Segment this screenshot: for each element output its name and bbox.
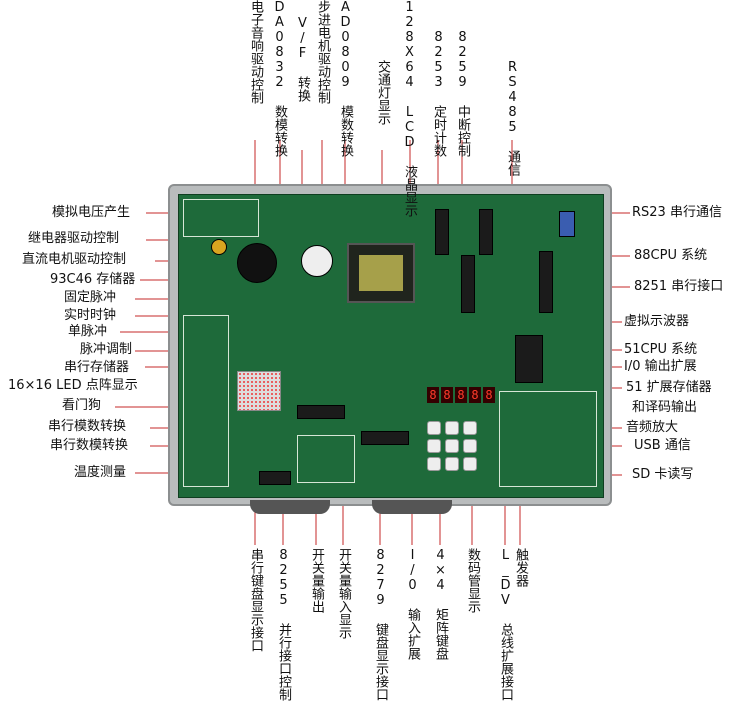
label-88cpu: 88CPU 系统 <box>634 248 708 263</box>
led-matrix <box>237 371 281 411</box>
label-93c46: 93C46 存储器 <box>50 272 136 287</box>
label-trigger: 触发器 <box>513 548 528 587</box>
seg-digit: 8 <box>483 387 495 403</box>
matrix-key <box>445 457 459 471</box>
label-switch-out: 开关量输出 <box>309 548 324 613</box>
pcb: 8 8 8 8 8 <box>178 194 604 498</box>
experiment-board: 8 8 8 8 8 <box>168 184 612 506</box>
chip-88cpu <box>539 251 553 313</box>
left-module-column <box>183 315 229 487</box>
chip-8279 <box>361 431 409 445</box>
chip-8251 <box>461 255 475 313</box>
chip-8255 <box>297 405 345 419</box>
switch-block <box>297 435 355 483</box>
label-usb: USB 通信 <box>634 438 691 453</box>
label-51cpu: 51CPU 系统 <box>624 342 698 357</box>
label-io-output: I/0 输出扩展 <box>624 359 697 374</box>
label-51-ext-memory: 51 扩展存储器 <box>626 380 712 395</box>
matrix-key <box>463 421 477 435</box>
label-vf: V/F 转换 <box>295 16 310 102</box>
label-serial-adc: 串行模数转换 <box>48 419 127 434</box>
label-decode-output: 和译码输出 <box>632 400 698 415</box>
label-stepper: 步进电机驱动控制 <box>315 0 330 104</box>
rs232-port <box>559 211 575 237</box>
label-watchdog: 看门狗 <box>62 398 102 413</box>
matrix-key <box>445 421 459 435</box>
seg-digit: 8 <box>455 387 467 403</box>
label-8255: 8255 并行接口控制 <box>276 548 291 701</box>
label-lcd: 128X64 LCD 液晶显示 <box>402 0 417 217</box>
label-traffic-light: 交通灯显示 <box>375 60 390 125</box>
label-temperature: 温度测量 <box>74 465 127 480</box>
matrix-key <box>445 439 459 453</box>
label-analog-voltage: 模拟电压产生 <box>52 205 131 220</box>
label-pwm: 脉冲调制 <box>80 342 133 357</box>
seg-digit: 8 <box>427 387 439 403</box>
label-sd-card: SD 卡读写 <box>632 467 694 482</box>
label-bus-ext: L_DV 总线扩展接口 <box>498 548 513 701</box>
analog-voltage-block <box>183 199 259 237</box>
label-switch-in: 开关量输入显示 <box>336 548 351 639</box>
label-relay-control: 继电器驱动控制 <box>28 231 120 246</box>
matrix-key <box>427 457 441 471</box>
label-io-input: I/0 输入扩展 <box>405 548 420 660</box>
label-audio-amp: 音频放大 <box>626 420 679 435</box>
matrix-key <box>463 439 477 453</box>
label-dac0832: DA0832 数模转换 <box>272 0 287 157</box>
chip-serial-keyboard <box>259 471 291 485</box>
label-serial-memory: 串行存储器 <box>64 360 130 375</box>
label-serial-dac: 串行数模转换 <box>50 438 129 453</box>
chip-8259 <box>479 209 493 255</box>
label-8251: 8251 串行接口 <box>634 279 724 294</box>
handle-left <box>250 500 330 514</box>
label-rtc: 实时时钟 <box>64 308 117 323</box>
speaker <box>237 243 277 283</box>
chip-8253 <box>435 209 449 255</box>
label-8259: 8259 中断控制 <box>455 30 470 157</box>
matrix-key <box>463 457 477 471</box>
label-fixed-pulse: 固定脉冲 <box>64 290 117 305</box>
chip-51cpu <box>515 335 543 383</box>
relay <box>211 239 227 255</box>
label-rs485: RS485 通信 <box>505 60 520 176</box>
matrix-key <box>427 421 441 435</box>
matrix-key <box>427 439 441 453</box>
label-seven-seg: 数码管显示 <box>465 548 480 613</box>
label-oscilloscope: 虚拟示波器 <box>624 314 690 329</box>
lcd-module <box>347 243 415 303</box>
label-adc0809: AD0809 模数转换 <box>338 0 353 157</box>
seg-digit: 8 <box>469 387 481 403</box>
label-rs232: RS23 串行通信 <box>632 205 722 220</box>
handle-right <box>372 500 452 514</box>
label-matrix-keyboard: 4×4 矩阵键盘 <box>433 548 448 660</box>
label-led-matrix: 16×16 LED 点阵显示 <box>8 378 138 393</box>
label-buzzer: 电子音响驱动控制 <box>248 0 263 104</box>
label-dc-motor: 直流电机驱动控制 <box>22 252 127 267</box>
label-8279: 8279 键盘显示接口 <box>373 548 388 701</box>
right-module-area <box>499 391 597 487</box>
seg-digit: 8 <box>441 387 453 403</box>
label-serial-keyboard: 串行键盘显示接口 <box>248 548 263 652</box>
label-single-pulse: 单脉冲 <box>68 324 108 339</box>
stepper-motor <box>301 245 333 277</box>
label-8253: 8253 定时计数 <box>431 30 446 157</box>
